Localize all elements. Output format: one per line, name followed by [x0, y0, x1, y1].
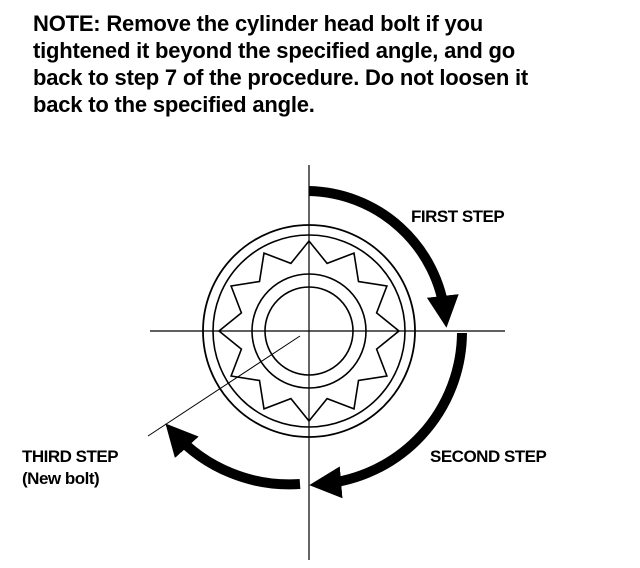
bolt-outer-ring [202, 224, 416, 438]
bolt-flange-ring [212, 234, 406, 428]
bolt-shank-circle [264, 286, 354, 376]
third-step-arrow [165, 423, 301, 490]
first-step-arrow [308, 186, 459, 328]
bolt-inner-ring [251, 273, 367, 389]
third-step-leader-line [147, 335, 301, 437]
note-line-3: back to step 7 of the procedure. Do not … [33, 65, 529, 90]
third-step-label: THIRD STEP [22, 447, 118, 466]
second-step-label: SECOND STEP [430, 447, 547, 466]
twelve-point-socket [217, 239, 401, 423]
second-step-arrow [309, 332, 467, 499]
note-line-1: NOTE: Remove the cylinder head bolt if y… [33, 11, 484, 36]
new-bolt-label: (New bolt) [22, 469, 99, 488]
note-line-2: tightened it beyond the specified angle,… [33, 38, 515, 63]
note-line-4: back to the specified angle. [33, 92, 315, 117]
note-text: NOTE: Remove the cylinder head bolt if y… [33, 10, 613, 118]
first-step-label: FIRST STEP [411, 207, 504, 226]
